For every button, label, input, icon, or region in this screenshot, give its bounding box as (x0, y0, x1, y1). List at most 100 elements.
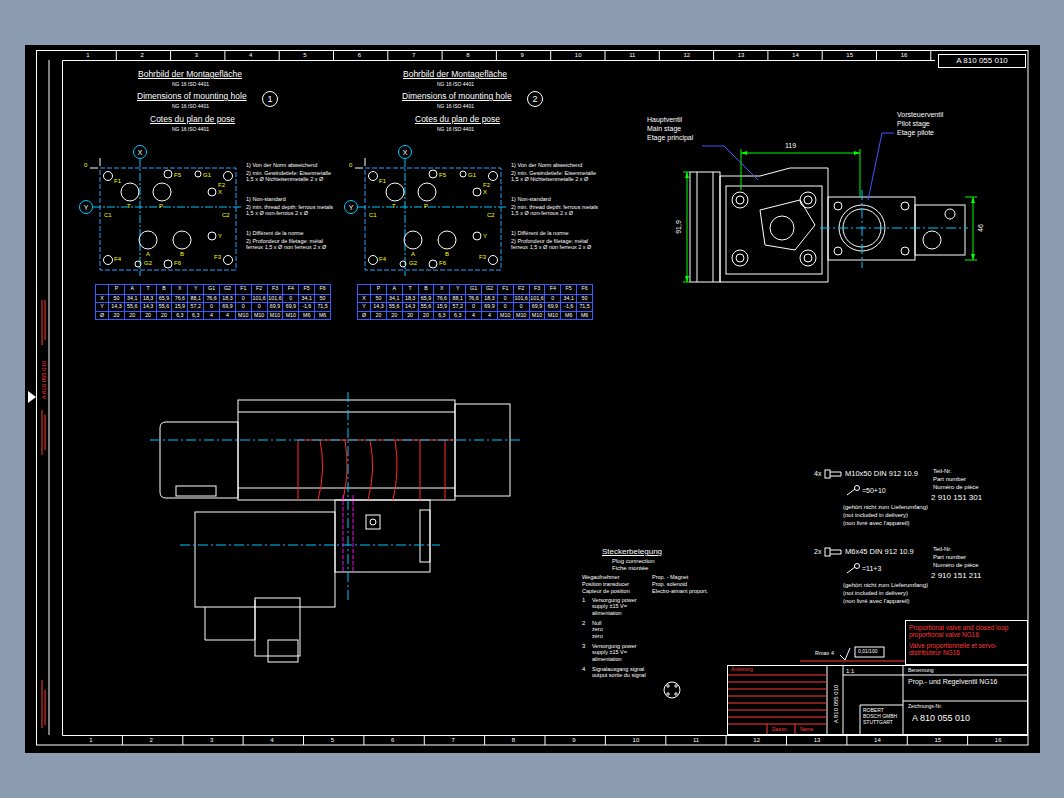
table-cell: 0 (497, 302, 513, 311)
center-line (820, 190, 968, 268)
valve-side-view (366, 515, 380, 529)
node-text: X (138, 149, 143, 156)
hidden-line (343, 495, 353, 572)
label-text: 6 (391, 737, 394, 744)
label-text: NG 16 ISO 4401 (172, 82, 209, 88)
table-cell: M10 (544, 311, 560, 320)
mounting-pattern (164, 170, 172, 178)
table-cell: F3 (529, 285, 545, 294)
label-text: 1) Non-standard (246, 196, 346, 202)
label-text: 2x (814, 548, 821, 556)
label-text: C2 (222, 212, 230, 219)
sheet-frame (49, 60, 50, 735)
label-text: 1) Von der Norm abweichend (246, 162, 346, 168)
mounting-pattern (429, 260, 437, 268)
label-text: Hauptventil (647, 116, 682, 124)
label-text: 10 (633, 737, 640, 744)
label-text: 7 (451, 737, 454, 744)
node-text: Proportional valve and closed loop propo… (909, 624, 1024, 639)
label-text: Part number (933, 554, 966, 561)
mounting-pattern (400, 261, 406, 267)
label-text: Fiche montée (612, 565, 648, 572)
label-text: (gehört nicht zum Lieferumfang) (843, 582, 928, 589)
label-text: G2 (409, 260, 417, 267)
red-line (800, 661, 905, 662)
table-cell: Y (449, 285, 465, 294)
table-cell: F3 (267, 285, 283, 294)
label-text: Numéro de pièce (933, 562, 979, 569)
table-cell: X (433, 285, 449, 294)
table-cell: 4 (203, 311, 219, 320)
mounting-pattern (195, 171, 201, 177)
label-text: 15 (846, 52, 853, 59)
table-cell: 20 (156, 311, 172, 320)
table-cell: 14,3 (108, 302, 124, 311)
table-cell: Y (358, 302, 370, 311)
title-block-lines (827, 665, 1028, 735)
table-cell: 88,1 (449, 294, 465, 303)
label-text: 4x (814, 470, 821, 478)
label-text: B (445, 251, 449, 258)
wrench-symbol (855, 486, 860, 491)
table-cell: 71,5 (576, 302, 592, 311)
leader-line (702, 146, 758, 180)
label-text: NG 16 ISO 4401 (437, 82, 474, 88)
node-text: ROBERT BOSCH GMBH STUTTGART (863, 708, 901, 725)
label-text: Prop. solenoid (652, 581, 687, 587)
label-text: 2) min. Gewindetiefe: Eisenmetalle 1,5 x… (246, 170, 334, 183)
label-text: 1 (582, 597, 585, 604)
sheet-frame (37, 51, 1029, 746)
mounting-pattern (173, 231, 191, 249)
label-text: 3 (210, 737, 213, 744)
table-cell: 76,6 (433, 294, 449, 303)
table-cell: 0 (235, 294, 251, 303)
label-text: Vorsteuerventil (897, 111, 943, 119)
label-text: Prop. - Magnet (652, 574, 688, 580)
label-text: 3 (195, 52, 198, 59)
section-hatch (298, 440, 455, 500)
label-text: Wegaufnehmer (582, 574, 620, 580)
label-text: Bohrbild der Montagefläche (403, 70, 507, 80)
label-text: B (180, 251, 184, 258)
table-cell: 34,1 (386, 294, 402, 303)
valve-side-view (195, 512, 335, 607)
table-cell: G2 (219, 285, 235, 294)
surface-spec (840, 648, 850, 660)
table-cell: 55,6 (124, 302, 140, 311)
label-text: =50+10 (862, 487, 886, 495)
dimension-arrow (685, 172, 689, 178)
label-text: NG 16 ISO 4401 (172, 104, 209, 110)
label-text: Steckerbelegung (602, 547, 662, 556)
node-text: Y (349, 204, 354, 211)
plug-symbol (675, 693, 677, 695)
table-cell: M10 (282, 311, 298, 320)
mounting-pattern (369, 170, 498, 268)
label-text: (non livré avec l'appareil) (843, 598, 910, 605)
table-cell: F5 (298, 285, 314, 294)
label-text: F5 (439, 172, 446, 179)
mounting-pattern (93, 207, 242, 208)
table-cell: M10 (497, 311, 513, 320)
label-text: Cotes du plan de pose (150, 115, 235, 125)
valve-top-view (736, 254, 744, 262)
table-cell: 0 (282, 294, 298, 303)
label-text: 1) Différent de la norme (511, 230, 611, 236)
label-text: A 810 055 010 (41, 361, 48, 400)
description-box: Proportional valve and closed loop propo… (905, 620, 1028, 665)
label-text: Capteur de position (582, 588, 630, 594)
valve-top-view (915, 205, 965, 255)
label-text: F1 (379, 178, 386, 185)
label-text: F2 (218, 182, 225, 189)
table-cell: 69,9 (544, 302, 560, 311)
valve-top-view (804, 254, 812, 262)
label-text: 3 (582, 643, 585, 650)
valve-top-view (726, 186, 822, 274)
table-cell: 0 (544, 294, 560, 303)
label-text: Numéro de pièce (933, 484, 979, 491)
valve-top-view (945, 209, 955, 219)
valve-top-view (834, 202, 842, 210)
surface-spec (840, 647, 884, 660)
mounting-pattern (438, 231, 456, 249)
node-text: A 810 055 010 (912, 713, 970, 723)
valve-top-view (770, 216, 794, 240)
